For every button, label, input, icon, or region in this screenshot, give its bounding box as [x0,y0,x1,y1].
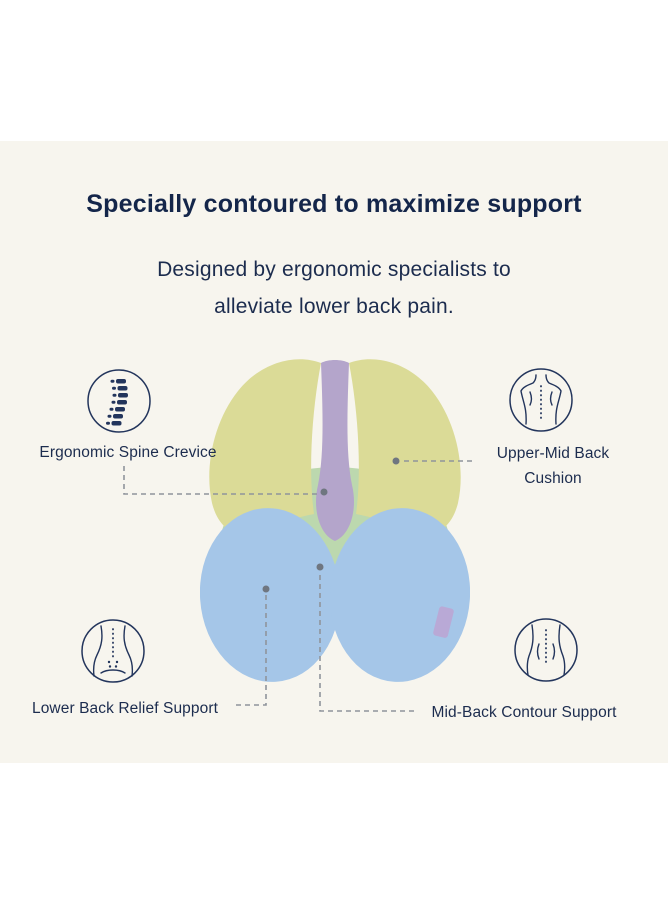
subtitle: Designed by ergonomic specialists to alle… [124,251,544,325]
back-dimple-dots [107,660,119,668]
callout-label-lower-back: Lower Back Relief Support [31,700,218,717]
upper-back-icon [509,368,573,432]
subtitle-line-1: Designed by ergonomic specialists to [157,258,511,281]
cushion-right-wing [349,359,461,534]
spine-vertebrae [106,379,128,426]
cushion-illustration [200,359,470,682]
lower-back-icon [81,619,145,683]
cushion-purple-crevice [315,360,355,541]
subtitle-line-2: alleviate lower back pain. [214,295,454,318]
brand-tag [433,606,454,638]
callout-label-spine-crevice: Ergonomic Spine Crevice [39,444,217,461]
mid-back-icon [514,618,578,682]
callout-label-upper-mid-back: Upper-Mid Back Cushion [496,445,610,487]
callout-label-mid-back: Mid-Back Contour Support [431,704,617,721]
spine-icon [87,369,151,433]
page-title: Specially contoured to maximize support [86,190,582,218]
cushion-left-lobe [200,508,341,682]
